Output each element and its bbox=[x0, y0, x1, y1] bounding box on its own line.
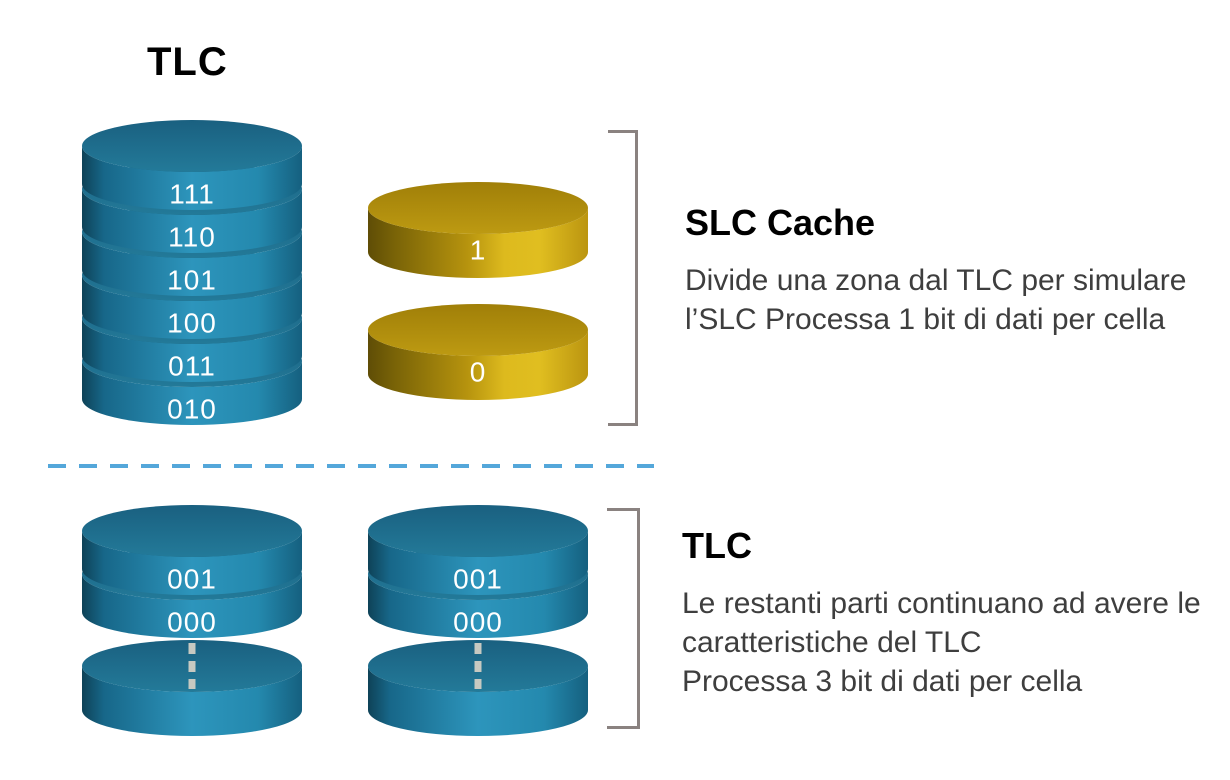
tlc-section: TLC Le restanti parti continuano ad aver… bbox=[682, 524, 1227, 701]
tlc-layer bbox=[82, 505, 302, 595]
slc-section: SLC Cache Divide una zona dal TLC per si… bbox=[685, 201, 1225, 339]
cell-label: 101 bbox=[167, 265, 217, 296]
cell-label: 001 bbox=[453, 564, 503, 595]
slc-cache-disks: 1 0 bbox=[368, 182, 588, 400]
slc-disk bbox=[368, 182, 588, 278]
tlc-description-line2: caratteristiche del TLC bbox=[682, 626, 982, 659]
cell-label: 000 bbox=[167, 607, 217, 638]
cell-label: 111 bbox=[169, 179, 215, 210]
tlc-description-line3: Processa 3 bit di dati per cella bbox=[682, 665, 1083, 698]
tlc-heading: TLC bbox=[682, 525, 752, 566]
slc-bracket bbox=[608, 130, 638, 426]
tlc-bottom-stack-left: 001 000 bbox=[82, 505, 302, 736]
cell-label: 010 bbox=[167, 394, 217, 425]
tlc-bracket bbox=[607, 508, 640, 729]
slc-description-line1: Divide una zona dal TLC per simulare bbox=[685, 264, 1187, 297]
cell-label: 0 bbox=[470, 357, 487, 388]
tlc-layer bbox=[82, 120, 302, 210]
cell-label: 011 bbox=[168, 351, 216, 382]
cell-label: 001 bbox=[167, 564, 217, 595]
section-divider bbox=[48, 464, 654, 468]
tlc-description-line1: Le restanti parti continuano ad avere le bbox=[682, 587, 1201, 620]
tlc-cylinder-stack: 111 110 101 100 011 010 bbox=[82, 120, 302, 425]
slc-heading: SLC Cache bbox=[685, 202, 876, 243]
tlc-bottom-stack-right: 001 000 bbox=[368, 505, 588, 736]
cell-label: 000 bbox=[453, 607, 503, 638]
cell-label: 1 bbox=[470, 235, 487, 266]
tlc-layer bbox=[368, 505, 588, 595]
diagram-title: TLC bbox=[147, 40, 228, 84]
slc-disk bbox=[368, 304, 588, 400]
slc-description-line2: l’SLC Processa 1 bit di dati per cella bbox=[685, 303, 1166, 336]
cell-label: 110 bbox=[168, 222, 216, 253]
cell-label: 100 bbox=[167, 308, 217, 339]
